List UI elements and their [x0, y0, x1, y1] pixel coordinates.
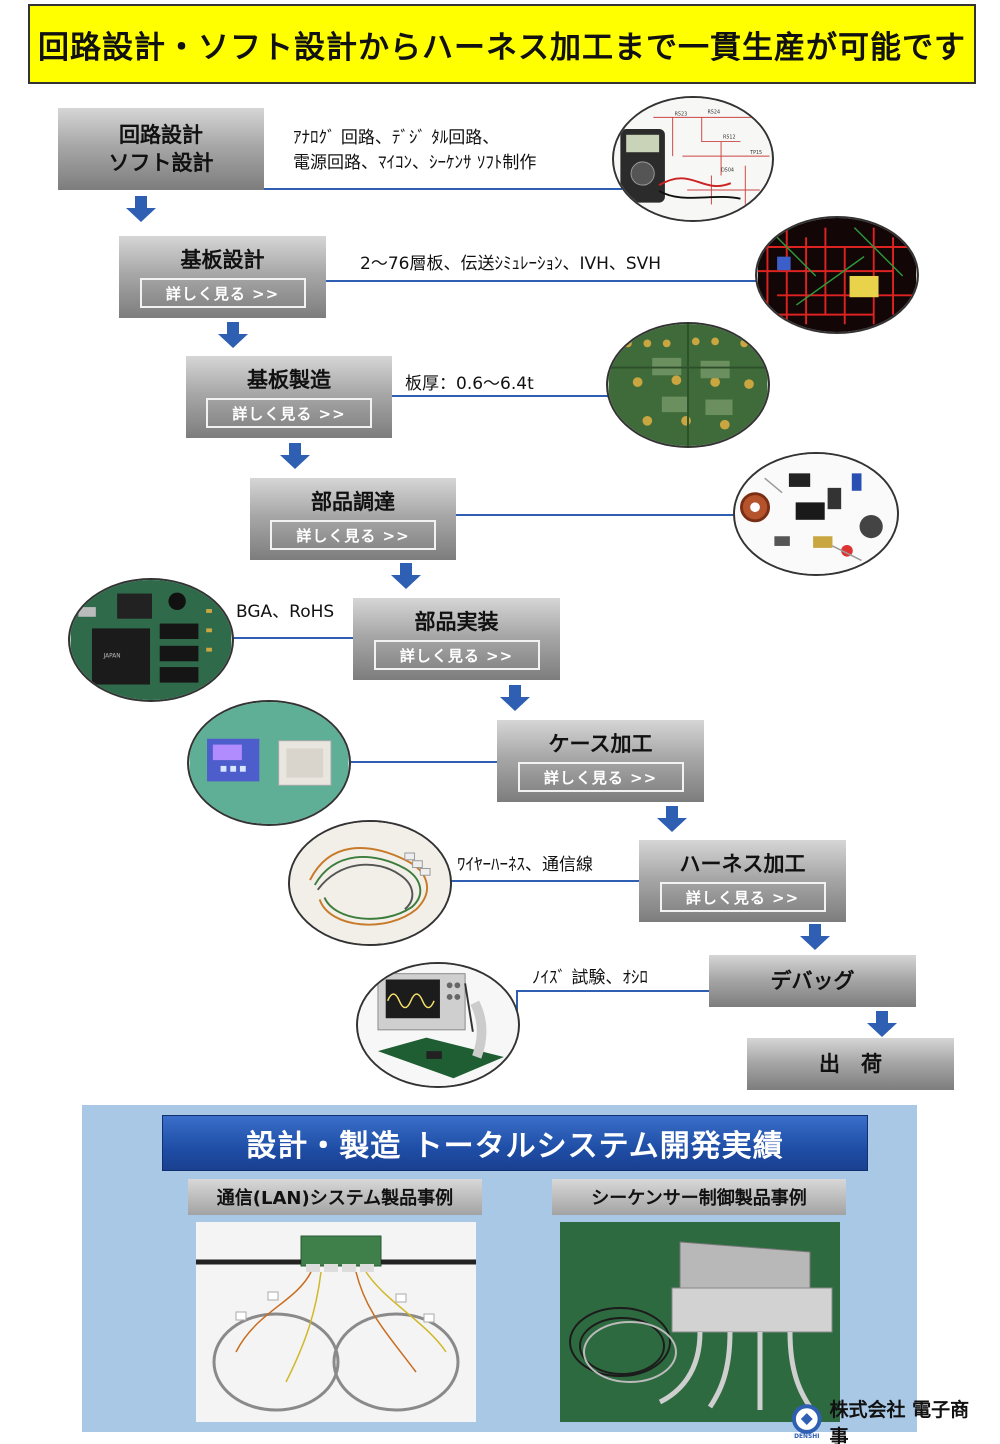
bare-pcb-photo — [606, 322, 770, 448]
details-link[interactable]: 詳しく見る >> — [659, 882, 826, 912]
step-note: 板厚：0.6〜6.4t — [405, 374, 534, 394]
flow-arrow-icon — [218, 322, 248, 348]
step-note: 2〜76層板、伝送ｼﾐｭﾚｰｼｮﾝ、IVH、SVH — [360, 254, 662, 274]
svg-text:DENSHI: DENSHI — [794, 1434, 819, 1440]
electronic-parts-photo — [733, 452, 899, 576]
results-section: 設計・製造 トータルシステム開発実績 通信(LAN)システム製品事例 シーケンサ… — [82, 1105, 917, 1432]
step-title: 出 荷 — [819, 1052, 882, 1076]
step-title: 部品調達 — [311, 490, 395, 514]
company-name: 株式会社 電子商事 — [829, 1399, 970, 1444]
connector-line — [425, 880, 639, 882]
step-title: 基板設計 — [180, 248, 265, 272]
details-link[interactable]: 詳しく見る >> — [373, 640, 540, 670]
step-title: デバッグ — [770, 969, 855, 993]
sequencer-product-photo — [560, 1222, 840, 1422]
page-title: 回路設計・ソフト設計からハーネス加工まで一貫生産が可能です — [28, 4, 976, 84]
details-link[interactable]: 詳しく見る >> — [206, 398, 372, 428]
connector-line — [350, 761, 498, 763]
step-case-processing: ケース加工 詳しく見る >> — [497, 720, 704, 802]
step-debugging: デバッグ — [709, 955, 916, 1007]
flow-arrow-icon — [657, 806, 687, 832]
case-label-sequencer: シーケンサー制御製品事例 — [552, 1179, 846, 1215]
svg-text:JAPAN: JAPAN — [103, 653, 121, 659]
svg-text:R512: R512 — [723, 135, 736, 141]
connector-line — [232, 637, 354, 639]
details-link[interactable]: 詳しく見る >> — [270, 520, 436, 550]
flow-arrow-icon — [391, 563, 421, 589]
flow-arrow-icon — [280, 443, 310, 469]
connector-line — [390, 395, 610, 397]
flow-arrow-icon — [126, 196, 156, 222]
step-parts-procurement: 部品調達 詳しく見る >> — [250, 478, 456, 560]
svg-text:D504: D504 — [721, 168, 734, 174]
svg-text:R523: R523 — [675, 111, 688, 117]
step-title: 部品実装 — [414, 610, 499, 634]
case-label-lan: 通信(LAN)システム製品事例 — [188, 1179, 482, 1215]
step-note: ﾉｲｽﾞ 試験、ｵｼﾛ — [532, 968, 648, 988]
step-note: ﾜｲﾔｰﾊｰﾈｽ、通信線 — [457, 855, 593, 875]
step-shipping: 出 荷 — [747, 1038, 954, 1090]
step-circuit-software-design: 回路設計 ソフト設計 — [58, 108, 264, 190]
step-title: 基板製造 — [247, 368, 331, 392]
connector-line — [456, 514, 736, 516]
flow-arrow-icon — [500, 685, 530, 711]
step-title: ハーネス加工 — [679, 852, 806, 876]
step-title: 回路設計 ソフト設計 — [108, 123, 214, 175]
flow-arrow-icon — [800, 924, 830, 950]
svg-text:TP15: TP15 — [749, 150, 762, 156]
step-note: ｱﾅﾛｸﾞ 回路、ﾃﾞｼﾞ ﾀﾙ回路、 電源回路、ﾏｲｺﾝ、ｼｰｹﾝｻ ｿﾌﾄ制… — [293, 128, 537, 173]
step-board-design: 基板設計 詳しく見る >> — [119, 236, 326, 318]
details-link[interactable]: 詳しく見る >> — [517, 762, 684, 792]
step-note: BGA、RoHS — [236, 602, 335, 622]
flow-arrow-icon — [867, 1011, 897, 1037]
company-logo: DENSHI 株式会社 電子商事 — [790, 1399, 986, 1444]
step-board-manufacturing: 基板製造 詳しく見る >> — [186, 356, 392, 438]
step-harness-processing: ハーネス加工 詳しく見る >> — [639, 840, 846, 922]
connector-line — [262, 188, 622, 190]
wire-harness-photo — [288, 820, 452, 946]
mounted-board-photo: JAPAN — [68, 578, 234, 702]
step-parts-mounting: 部品実装 詳しく見る >> — [353, 598, 560, 680]
details-link[interactable]: 詳しく見る >> — [139, 278, 306, 308]
lan-system-photo — [196, 1222, 476, 1422]
connector-line — [518, 990, 710, 992]
results-title: 設計・製造 トータルシステム開発実績 — [162, 1115, 868, 1171]
connector-line — [324, 280, 760, 282]
pcb-layout-photo — [755, 216, 919, 334]
step-title: ケース加工 — [548, 732, 653, 756]
svg-text:R524: R524 — [708, 109, 721, 115]
case-parts-photo — [187, 700, 351, 826]
oscilloscope-debug-photo — [356, 962, 520, 1088]
company-mark-icon: DENSHI — [791, 1404, 822, 1440]
